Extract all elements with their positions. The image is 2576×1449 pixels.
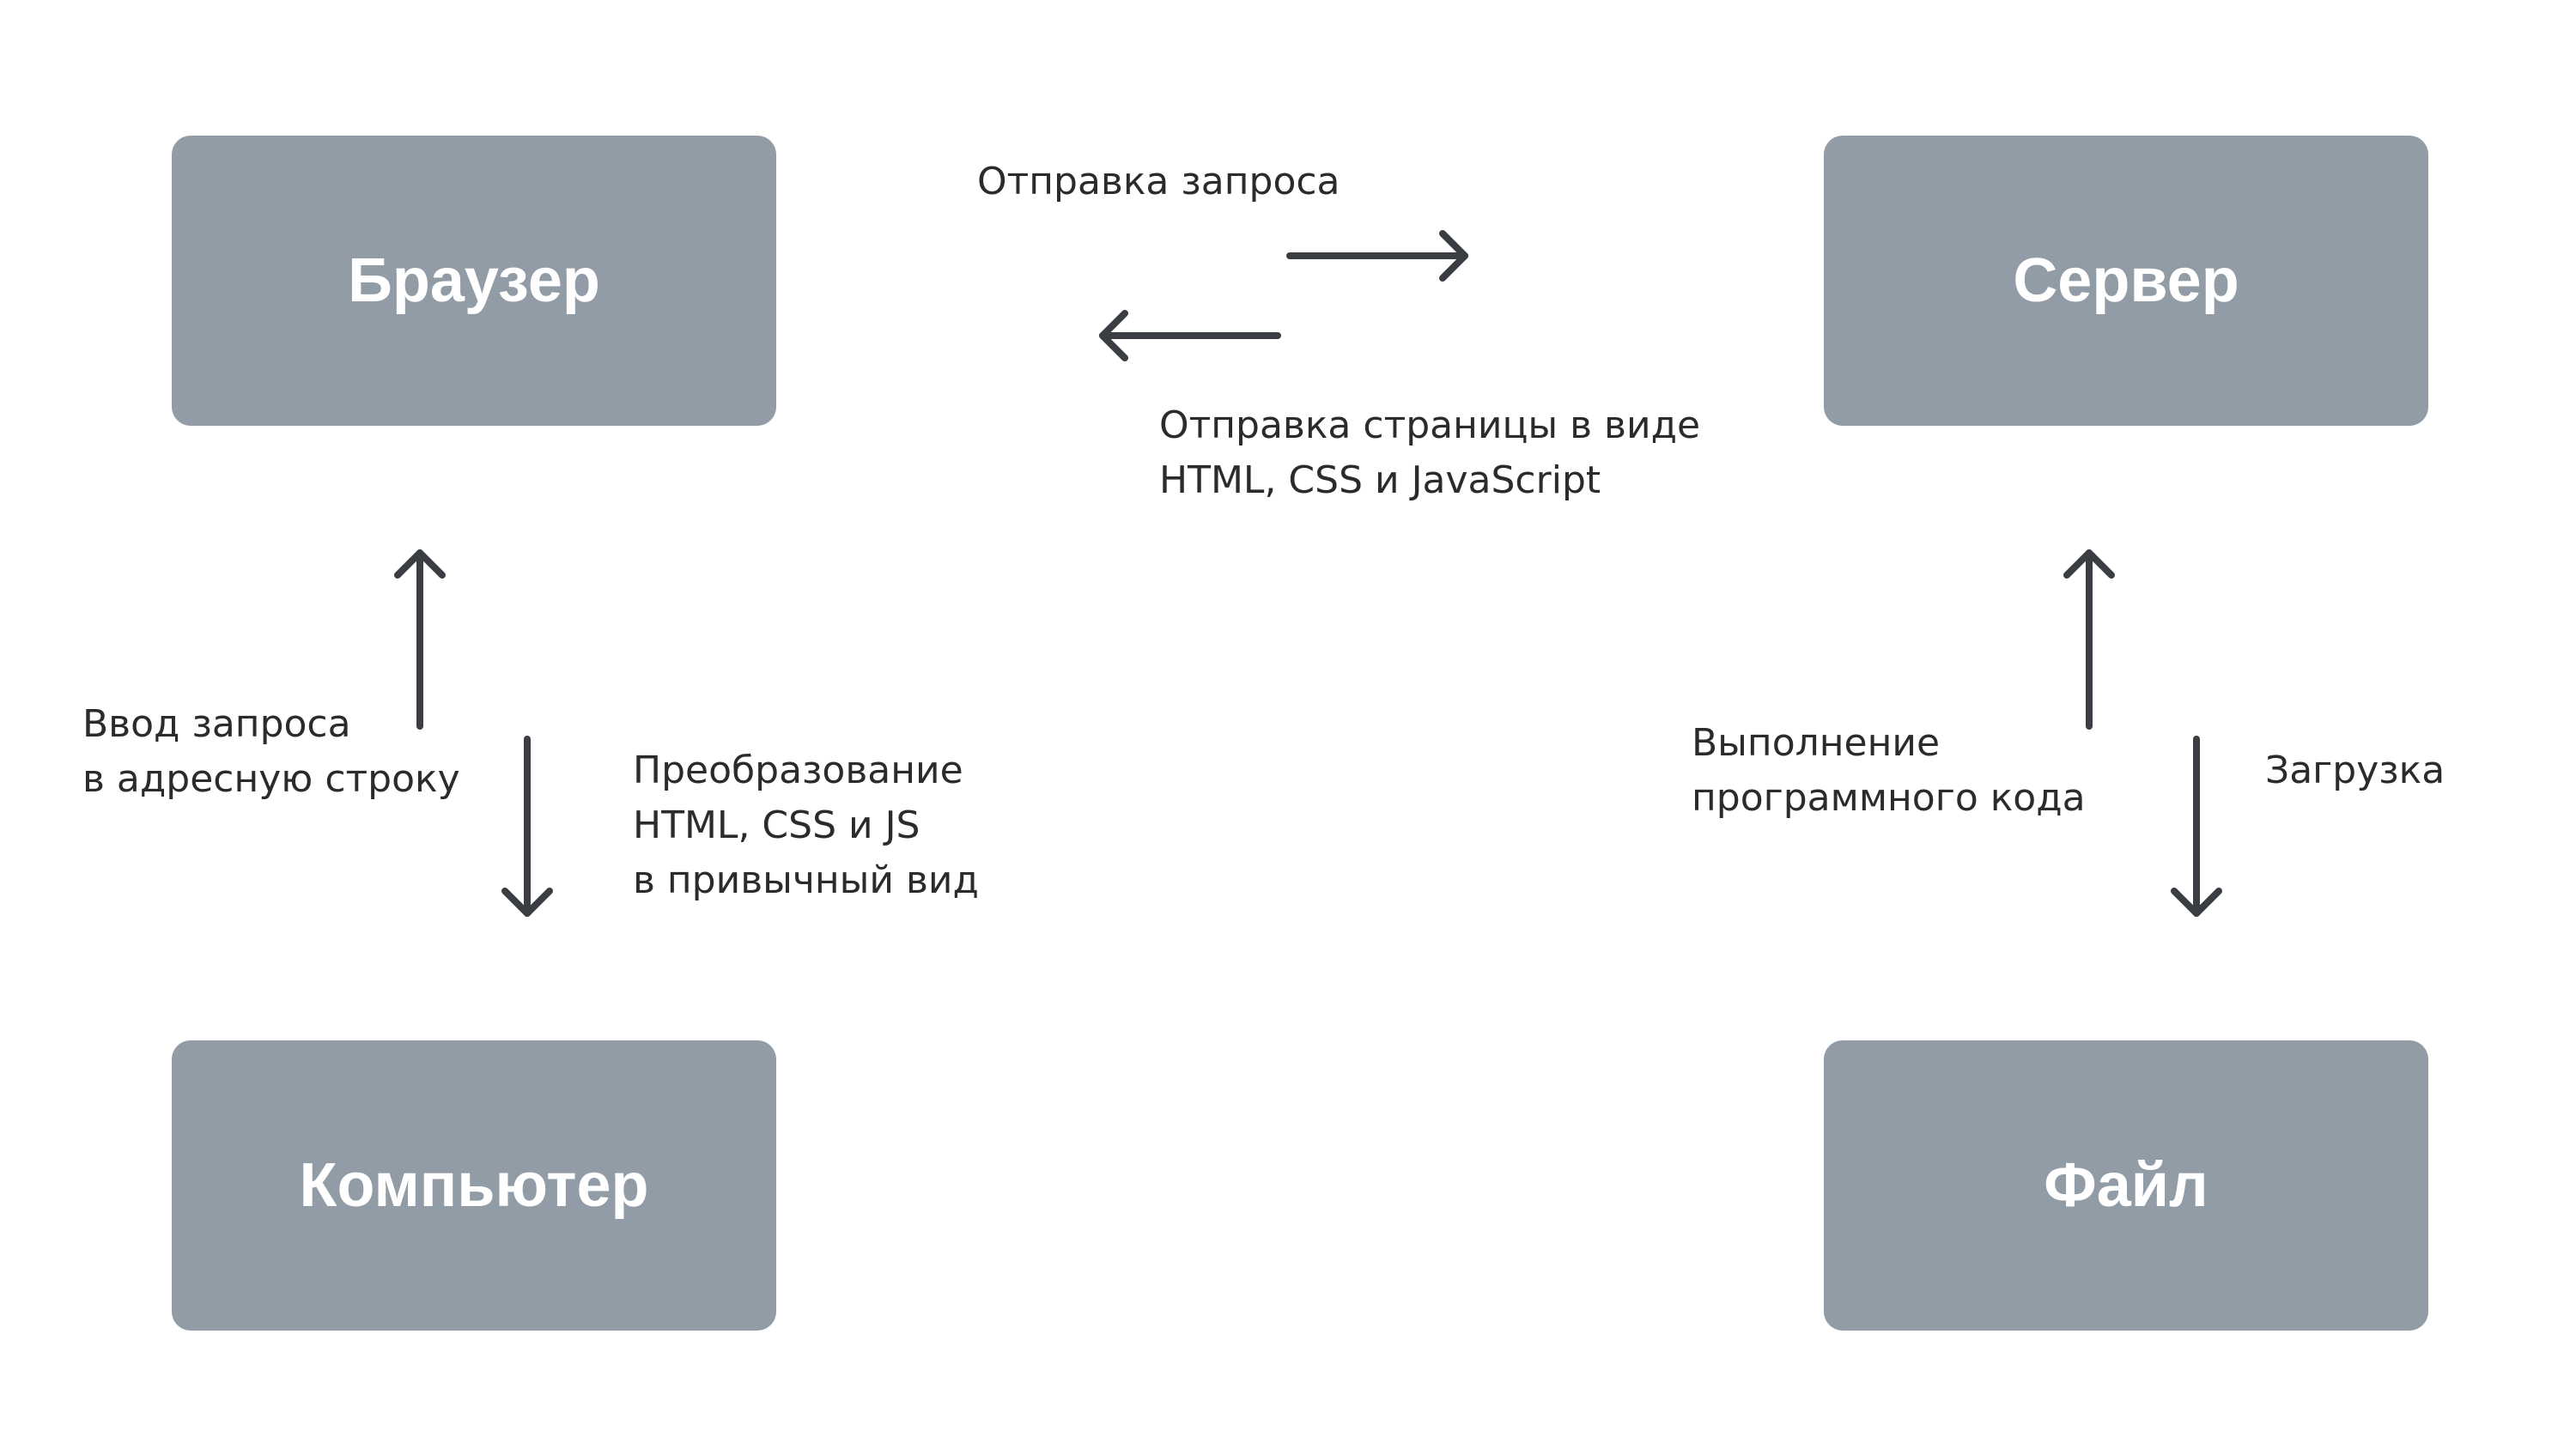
edge-label-transform: Преобразование HTML, CSS и JS в привычны… — [633, 743, 979, 908]
arrow-browser-to-computer-down — [501, 736, 553, 917]
edge-label-execute-code-line2: программного кода — [1692, 776, 2086, 820]
edge-label-transform-line1: Преобразование — [633, 749, 963, 792]
edge-label-load-text: Загрузка — [2265, 749, 2445, 792]
edge-label-enter-query: Ввод запроса в адресную строку — [82, 697, 460, 807]
edge-label-send-request-text: Отправка запроса — [977, 160, 1340, 203]
edge-label-execute-code-line1: Выполнение — [1692, 721, 1941, 765]
node-computer: Компьютер — [172, 1040, 776, 1331]
arrow-server-to-file-down — [2171, 736, 2222, 917]
edge-label-send-request: Отправка запроса — [977, 155, 1340, 209]
node-browser: Браузер — [172, 136, 776, 426]
arrow-response-left — [1099, 310, 1281, 361]
edge-label-transform-line3: в привычный вид — [633, 858, 979, 902]
node-server-label: Сервер — [2013, 246, 2239, 315]
edge-label-enter-query-line1: Ввод запроса — [82, 702, 351, 746]
node-browser-label: Браузер — [348, 246, 600, 315]
edge-label-load: Загрузка — [2265, 743, 2445, 798]
edge-label-enter-query-line2: в адресную строку — [82, 757, 460, 801]
arrow-file-to-server-up — [2063, 549, 2115, 730]
node-file: Файл — [1824, 1040, 2428, 1331]
edge-label-execute-code: Выполнение программного кода — [1692, 716, 2086, 826]
arrow-request-right — [1286, 230, 1468, 282]
edge-label-send-page-line2: HTML, CSS и JavaScript — [1159, 458, 1601, 502]
node-file-label: Файл — [2044, 1151, 2208, 1220]
edge-label-send-page: Отправка страницы в виде HTML, CSS и Jav… — [1159, 398, 1700, 508]
node-server: Сервер — [1824, 136, 2428, 426]
edge-label-transform-line2: HTML, CSS и JS — [633, 803, 920, 847]
node-computer-label: Компьютер — [299, 1151, 649, 1220]
edge-label-send-page-line1: Отправка страницы в виде — [1159, 403, 1701, 447]
